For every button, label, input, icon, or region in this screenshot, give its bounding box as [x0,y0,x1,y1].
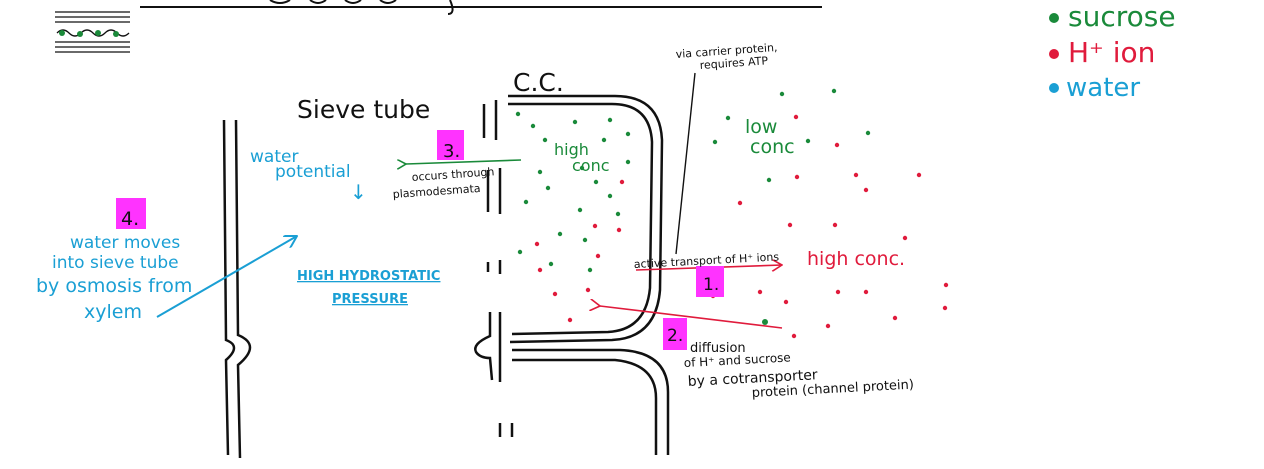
sucrose-dots-companion-cell [515,111,631,273]
plasmodesmata-line1: occurs through [411,165,495,184]
water-legend-dot [1049,83,1059,93]
companion-cell-outline [508,94,670,455]
step4-label: 4. [121,208,139,230]
step-tags: 3. 1. 2. 4. [116,130,724,350]
sieve-tube-title: Sieve tube [297,95,430,124]
water-potential-line2: potential [275,162,351,182]
hydrostatic-line2: PRESSURE [332,292,408,307]
water-potential-line1: water [250,147,298,167]
low-conc-line2: conc [750,136,795,158]
step2-label: 2. [667,326,683,346]
sieve-tube-left-wall [222,119,252,459]
step3-label: 3. [443,141,460,162]
legend-water: water [1066,73,1140,103]
low-conc-line1: low [745,116,777,138]
arrow-step3-plasmodesmata [406,160,522,164]
high-conc-cc-line1: high [554,140,589,159]
carrier-pointer-line [675,72,696,255]
arrow-step4-osmosis [156,236,297,318]
arrow-step2-diffusion [600,306,783,329]
diffusion-line1: diffusion [690,341,746,356]
carrier-protein-line2: requires ATP [699,54,768,72]
hydrostatic-line1: HIGH HYDROSTATIC [297,269,440,284]
cropped-title-strokes [140,0,822,15]
step1-label: 1. [703,275,719,295]
osmosis-line1: water moves [70,233,180,253]
h-ion-legend-dot [1049,49,1059,59]
plasmodesmata-line2: plasmodesmata [392,182,481,201]
sucrose-legend-dot [1049,13,1059,23]
osmosis-line2: into sieve tube [52,253,179,273]
shared-wall [474,100,514,437]
diffusion-line2: of H⁺ and sucrose [683,350,791,370]
top-left-sketch [55,11,130,53]
step2-tag [663,318,687,350]
step4-tag [116,198,146,229]
water-potential-down-arrow: ↓ [350,180,367,204]
h-ion-dots-outside [710,114,949,339]
legend: sucrose H⁺ ion water [1049,0,1176,103]
osmosis-line4: xylem [84,301,142,323]
high-conc-outside: high conc. [807,248,905,270]
companion-cell-label: C.C. [513,68,564,97]
h-ion-dots-companion-cell [534,179,625,323]
osmosis-line3: by osmosis from [36,275,192,297]
step1-tag [696,266,724,297]
legend-h-ion: H⁺ ion [1068,36,1155,69]
high-conc-cc-line2: conc [572,156,610,175]
legend-sucrose: sucrose [1068,0,1176,33]
step3-tag [437,130,464,160]
sucrose-dots-outside [712,88,871,325]
diffusion-line3: by a cotransporter [687,367,818,390]
